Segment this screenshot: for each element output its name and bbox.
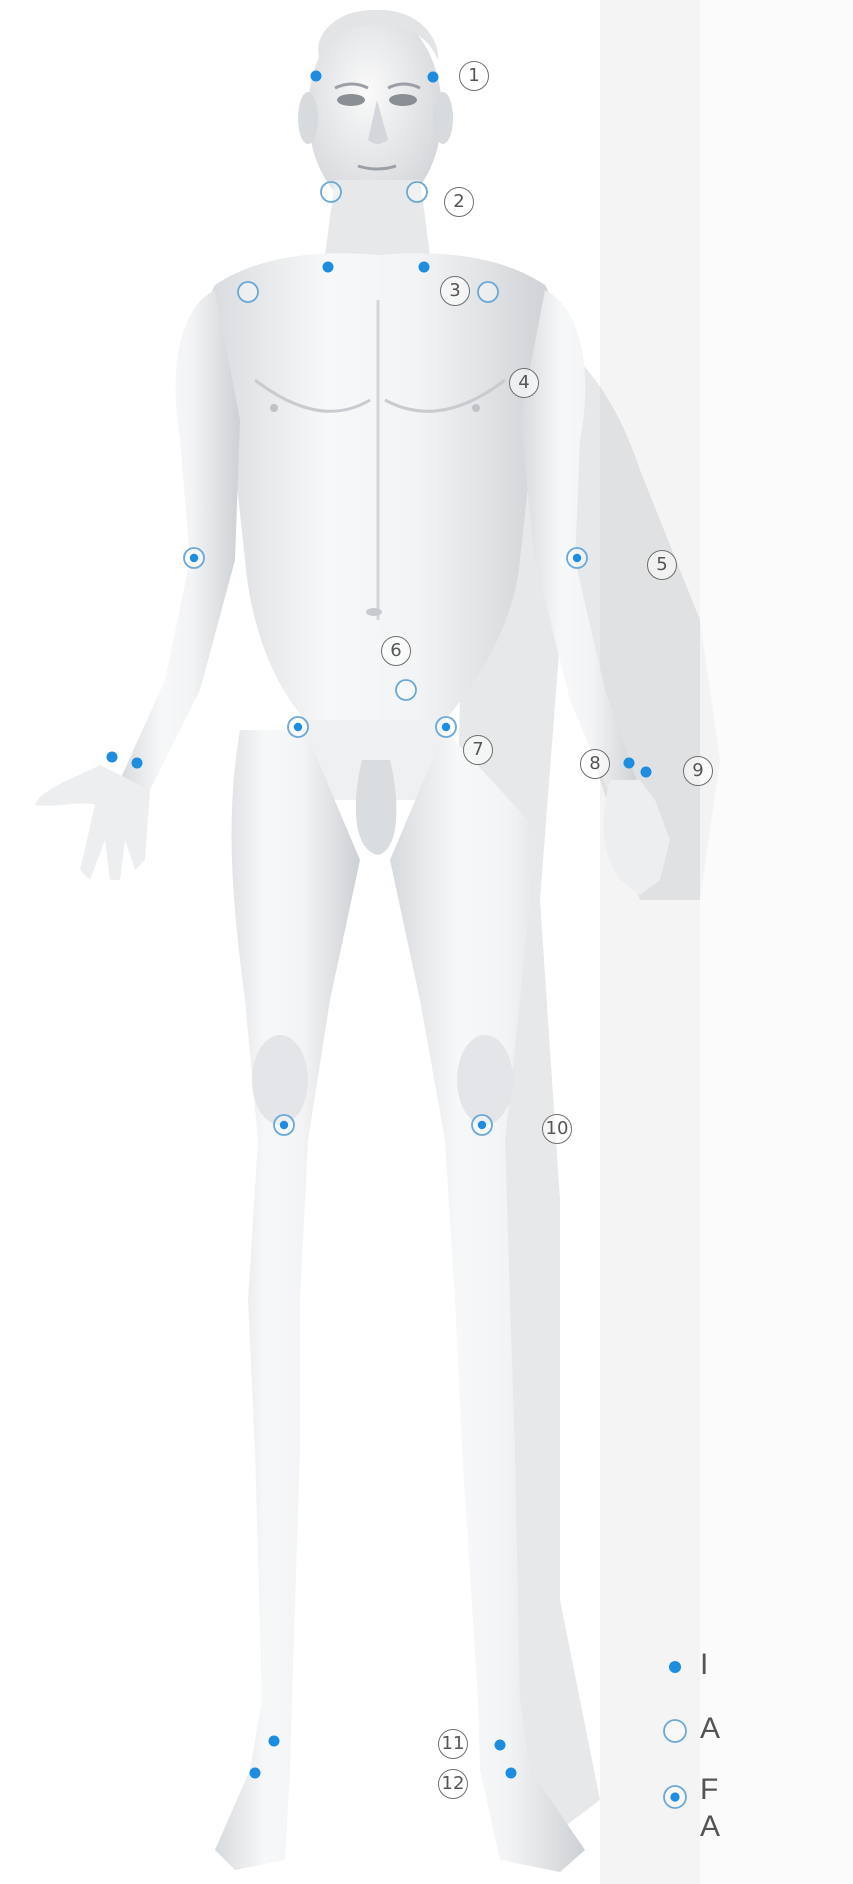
solid-dot-icon	[311, 71, 322, 82]
right-hand	[35, 765, 150, 880]
point-label-1: 1	[459, 61, 489, 91]
solid-dot-icon	[669, 1661, 681, 1673]
point-label-8: 8	[580, 749, 610, 779]
hollow-ring-icon	[407, 182, 427, 202]
point-label-2: 2	[444, 187, 474, 217]
point-label-10: 10	[542, 1114, 572, 1144]
solid-dot-icon	[495, 1740, 506, 1751]
hollow-ring-icon	[664, 1720, 686, 1742]
right-arm-of-figure	[120, 290, 240, 790]
solid-dot-icon	[323, 262, 334, 273]
point-label-9: 9	[683, 756, 713, 786]
solid-dot-icon	[428, 72, 439, 83]
legend-text-2: A	[700, 1712, 720, 1746]
ringed-dot-icon	[436, 717, 456, 737]
solid-dot-icon	[506, 1768, 517, 1779]
point-label-11: 11	[438, 1729, 468, 1759]
point-label-4: 4	[509, 368, 539, 398]
solid-dot-icon	[250, 1768, 261, 1779]
point-label-5: 5	[647, 550, 677, 580]
point-label-12: 12	[438, 1769, 468, 1799]
point-label-3: 3	[440, 276, 470, 306]
solid-dot-icon	[624, 758, 635, 769]
solid-dot-icon	[132, 758, 143, 769]
ringed-dot-icon	[567, 548, 587, 568]
ringed-dot-icon	[288, 717, 308, 737]
point-label-7: 7	[463, 735, 493, 765]
right-leg	[215, 730, 360, 1870]
ringed-dot-icon	[472, 1115, 492, 1135]
ringed-dot-icon	[664, 1786, 686, 1808]
point-label-6: 6	[381, 636, 411, 666]
legend-text-3-line2: A	[700, 1810, 720, 1844]
legend-text-3: F	[700, 1773, 718, 1807]
hollow-ring-icon	[478, 282, 498, 302]
solid-dot-icon	[641, 767, 652, 778]
ringed-dot-icon	[274, 1115, 294, 1135]
solid-dot-icon	[107, 752, 118, 763]
hollow-ring-icon	[321, 182, 341, 202]
ringed-dot-icon	[184, 548, 204, 568]
legend-text-1: I	[700, 1648, 708, 1682]
hollow-ring-icon	[238, 282, 258, 302]
solid-dot-icon	[419, 262, 430, 273]
hollow-ring-icon	[396, 680, 416, 700]
solid-dot-icon	[269, 1736, 280, 1747]
genitals	[356, 760, 397, 855]
